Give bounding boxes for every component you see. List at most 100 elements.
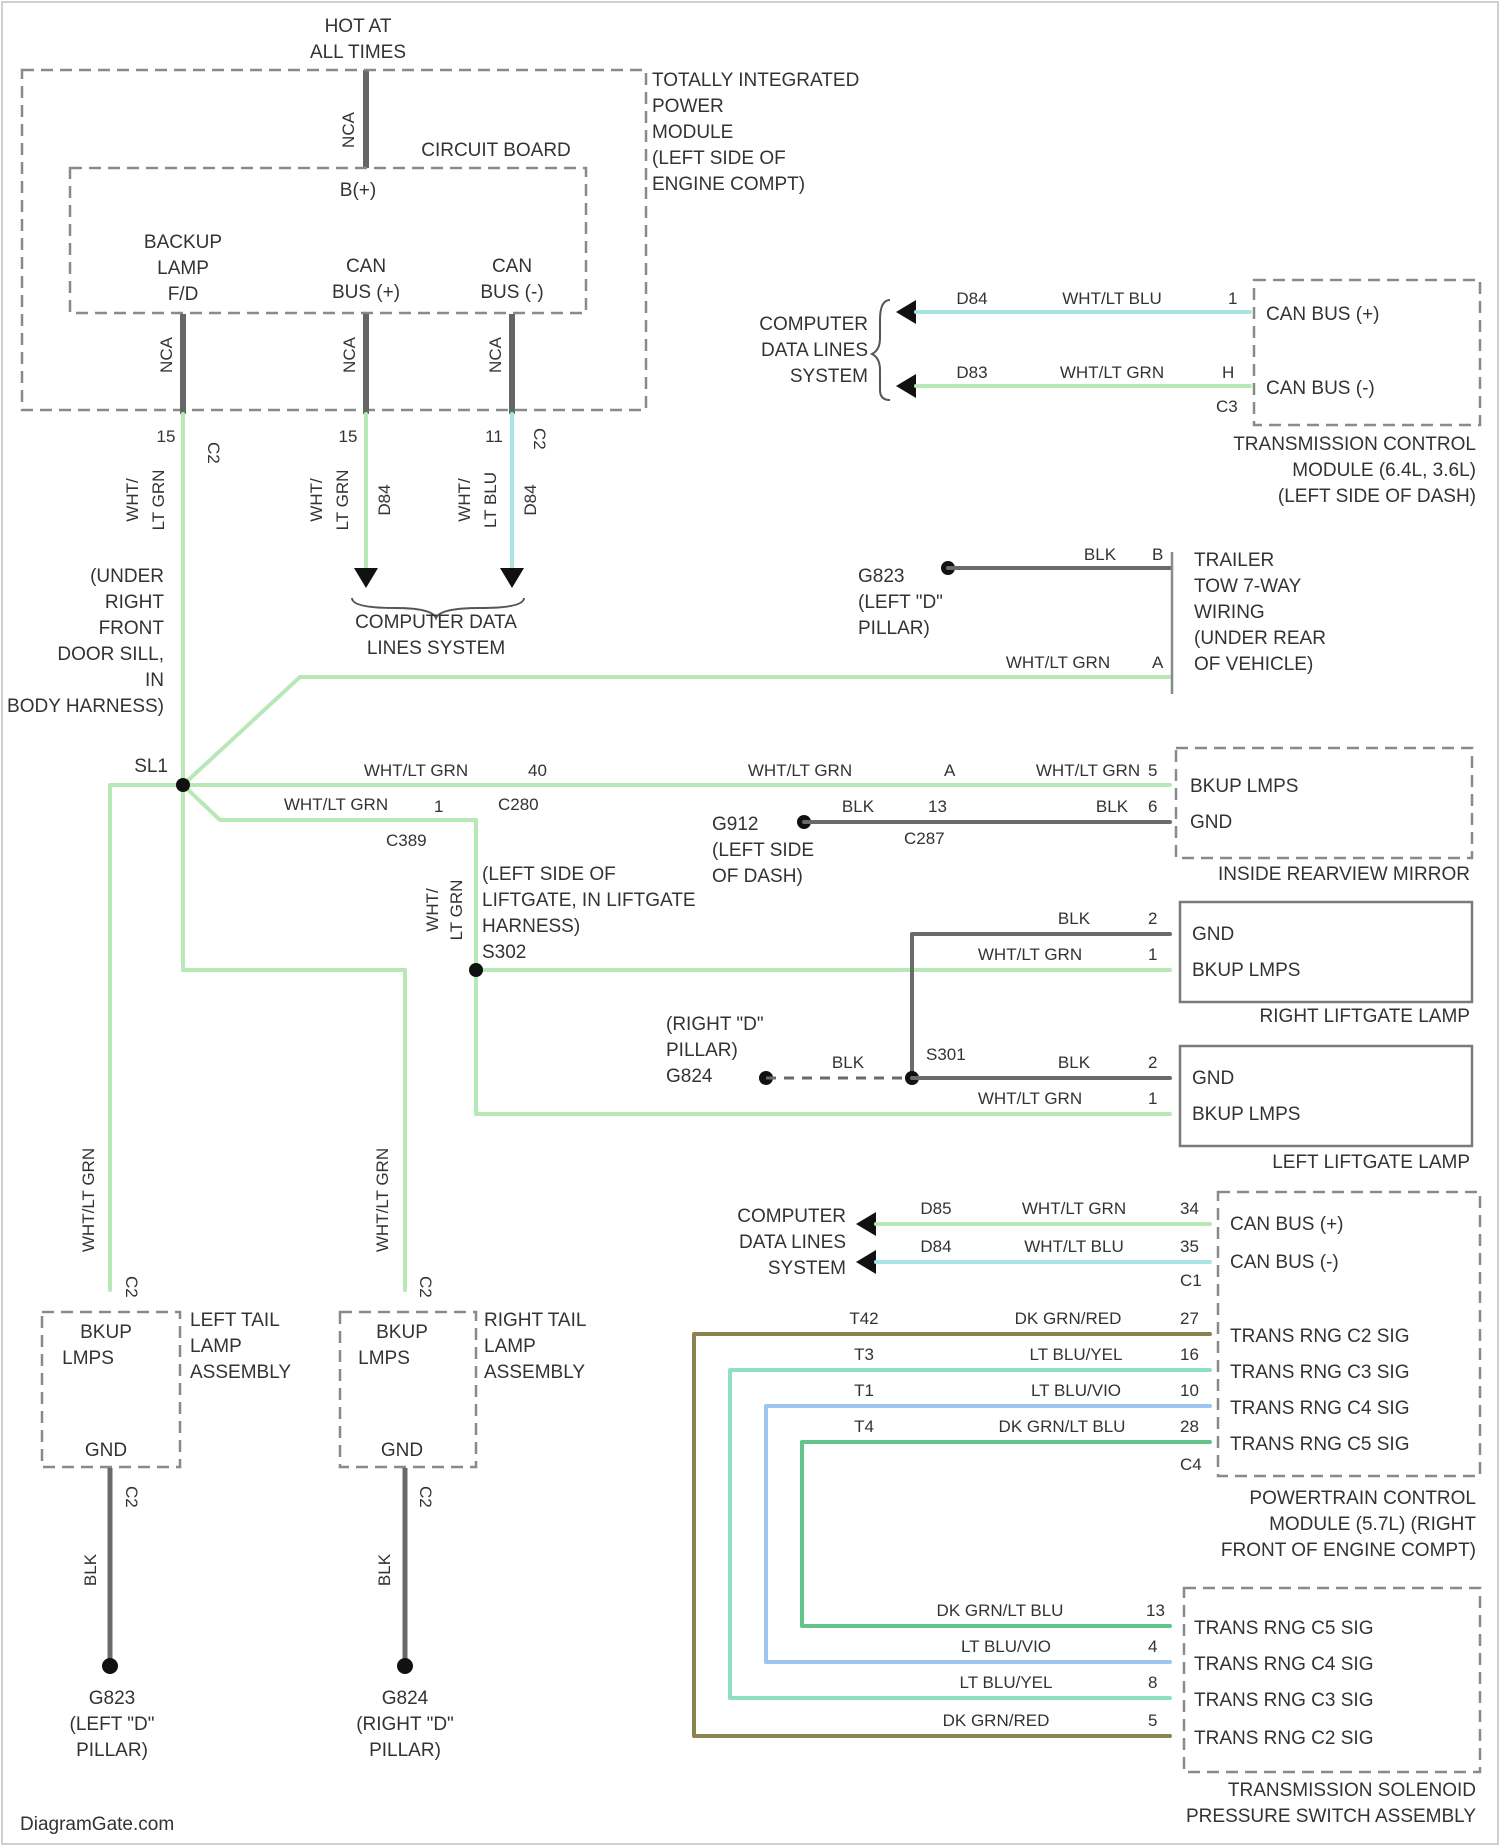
- pcm-c4-connector: C4: [1180, 1455, 1202, 1474]
- mirror-ground-1: G912: [712, 814, 758, 835]
- left-tail-gnd: GND: [85, 1440, 127, 1461]
- left-liftgate-pin1: 1: [1148, 1089, 1157, 1108]
- left-liftgate-gnd: GND: [1192, 1068, 1234, 1089]
- mirror-wire2-label: WHT/LT GRN: [748, 761, 852, 780]
- right-liftgate-pin1: 1: [1148, 945, 1157, 964]
- pin-15-a: 15: [157, 427, 176, 446]
- right-tail-c2-bot: C2: [416, 1486, 435, 1508]
- mirror-blk2-label: BLK: [1096, 797, 1129, 816]
- tipm-label-2: POWER: [652, 96, 724, 117]
- splice-loc-4: DOOR SILL,: [57, 644, 164, 665]
- left-ground-2: (LEFT "D": [70, 1714, 155, 1735]
- tcm-label-1: TRANSMISSION CONTROL: [1233, 434, 1476, 455]
- can-neg-label-1: CAN: [492, 256, 532, 277]
- tcm-label-3: (LEFT SIDE OF DASH): [1278, 486, 1476, 507]
- left-ground-3: PILLAR): [76, 1740, 148, 1761]
- left-liftgate-pin2: 2: [1148, 1053, 1157, 1072]
- left-tail-ground-dot: [102, 1658, 118, 1674]
- pcm-pin34: 34: [1180, 1199, 1199, 1218]
- can-neg-label-2: BUS (-): [480, 282, 543, 303]
- c389-pin: 1: [434, 797, 443, 816]
- left-tail-blk: BLK: [81, 1553, 100, 1586]
- sol-row3-pin: 8: [1148, 1673, 1157, 1692]
- sol-row3-func: TRANS RNG C3 SIG: [1194, 1690, 1373, 1711]
- c2-label-2: C2: [530, 428, 549, 450]
- pcm-c5-id: T4: [854, 1417, 874, 1436]
- can-pos-wire-label-3: D84: [375, 484, 394, 515]
- pcm-c5-wire: DK GRN/LT BLU: [999, 1417, 1126, 1436]
- nca-label-1: NCA: [157, 336, 176, 373]
- pcm-c2-func: TRANS RNG C2 SIG: [1230, 1326, 1409, 1347]
- sol-row1-wire: DK GRN/LT BLU: [937, 1601, 1064, 1620]
- tipm-label-5: ENGINE COMPT): [652, 174, 805, 195]
- g824-loc-1: (RIGHT "D": [666, 1014, 764, 1035]
- pcm-c3-func: TRANS RNG C3 SIG: [1230, 1362, 1409, 1383]
- b-plus-label: B(+): [340, 180, 376, 201]
- tipm-label-1: TOTALLY INTEGRATED: [652, 70, 859, 91]
- can-neg-wire-label-2: LT BLU: [481, 472, 500, 528]
- tcm-pin-top: 1: [1228, 289, 1237, 308]
- s302-loc-1: (LEFT SIDE OF: [482, 864, 616, 885]
- trailer-pin-a: A: [1152, 653, 1164, 672]
- backup-lamp-label-3: F/D: [168, 284, 199, 305]
- right-liftgate-blk-label: BLK: [1058, 909, 1091, 928]
- pcm-d84: D84: [920, 1237, 951, 1256]
- left-cdl-label-1: COMPUTER DATA: [355, 612, 517, 633]
- left-tail-label-1: LEFT TAIL: [190, 1310, 280, 1331]
- pcm-c2-wire: DK GRN/RED: [1015, 1309, 1122, 1328]
- left-tail-label-2: LAMP: [190, 1336, 242, 1357]
- splice-loc-2: RIGHT: [105, 592, 165, 613]
- pin-15-b: 15: [339, 427, 358, 446]
- right-liftgate-label: RIGHT LIFTGATE LAMP: [1260, 1006, 1470, 1027]
- right-tail-blk: BLK: [375, 1553, 394, 1586]
- solenoid-label-1: TRANSMISSION SOLENOID: [1228, 1780, 1476, 1801]
- trailer-pin-b: B: [1152, 545, 1163, 564]
- left-tail-label-3: ASSEMBLY: [190, 1362, 291, 1383]
- tipm-label-3: MODULE: [652, 122, 733, 143]
- splice-loc-1: (UNDER: [90, 566, 164, 587]
- trailer-label-1: TRAILER: [1194, 550, 1274, 571]
- pcm-cdl-2: DATA LINES: [739, 1232, 846, 1253]
- pcm-d85: D85: [920, 1199, 951, 1218]
- trailer-ground-2: (LEFT "D": [858, 592, 943, 613]
- hot-label-2: ALL TIMES: [310, 42, 406, 63]
- left-liftgate-blk-label: BLK: [1058, 1053, 1091, 1072]
- splice-loc-6: BODY HARNESS): [7, 696, 164, 717]
- can-pos-wire-label-2: LT GRN: [333, 470, 352, 531]
- pcm-can-neg: CAN BUS (-): [1230, 1252, 1339, 1273]
- nca-label-2: NCA: [340, 336, 359, 373]
- g824-label: G824: [666, 1066, 713, 1087]
- pcm-cdl-3: SYSTEM: [768, 1258, 846, 1279]
- tcm-wire-top-label: WHT/LT BLU: [1062, 289, 1162, 308]
- pcm-c2-pin: 27: [1180, 1309, 1199, 1328]
- left-cdl-label-2: LINES SYSTEM: [367, 638, 505, 659]
- s302-label: S302: [482, 942, 526, 963]
- tcm-pin-bot: H: [1222, 363, 1234, 382]
- right-tail-c2-top: C2: [416, 1276, 435, 1298]
- right-ground-1: G824: [382, 1688, 429, 1709]
- right-liftgate-pin2: 2: [1148, 909, 1157, 928]
- circuit-board-label: CIRCUIT BOARD: [421, 140, 571, 161]
- pcm-label-2: MODULE (5.7L) (RIGHT: [1269, 1514, 1476, 1535]
- sol-row4-pin: 5: [1148, 1711, 1157, 1730]
- right-tail-label-1: RIGHT TAIL: [484, 1310, 586, 1331]
- pin-11: 11: [485, 427, 503, 446]
- pcm-c5-pin: 28: [1180, 1417, 1199, 1436]
- backup-wire-label-2: LT GRN: [149, 470, 168, 531]
- mirror-ground-3: OF DASH): [712, 866, 803, 887]
- splice-loc-5: IN: [145, 670, 164, 691]
- mirror-c280: C280: [498, 795, 539, 814]
- left-tail-bkup-2: LMPS: [62, 1348, 114, 1369]
- trailer-wire-label: WHT/LT GRN: [1006, 653, 1110, 672]
- pcm-c3-wire: LT BLU/YEL: [1030, 1345, 1123, 1364]
- tcm-cdl-3: SYSTEM: [790, 366, 868, 387]
- trailer-label-5: OF VEHICLE): [1194, 654, 1313, 675]
- right-liftgate-gnd: GND: [1192, 924, 1234, 945]
- left-tail-wire-label: WHT/LT GRN: [79, 1148, 98, 1252]
- splice-loc-3: FRONT: [99, 618, 165, 639]
- pcm-c1: C1: [1180, 1271, 1202, 1290]
- splice-label: SL1: [134, 756, 168, 777]
- tcm-wire-bot-label: WHT/LT GRN: [1060, 363, 1164, 382]
